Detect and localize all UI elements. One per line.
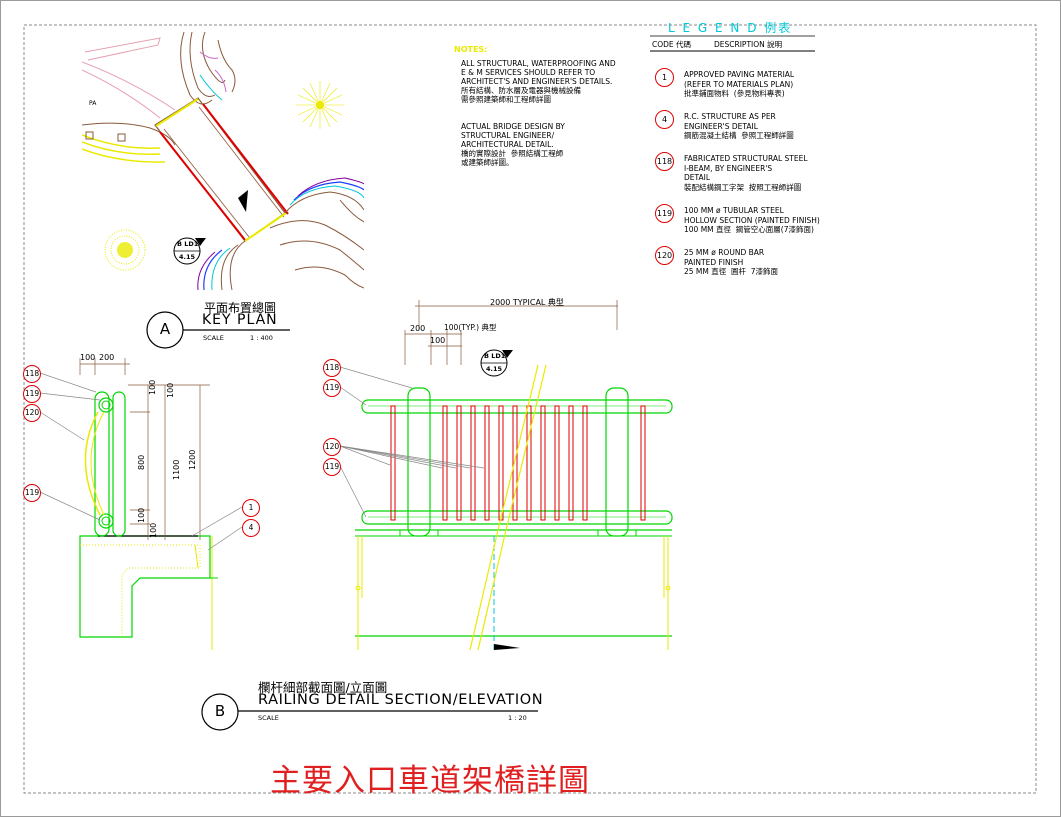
dim-section-top-a: 100 <box>80 353 96 362</box>
legend-code-circle: 119 <box>655 204 674 223</box>
railing-detail-scale-value: 1 : 20 <box>508 714 527 722</box>
railing-detail-title-en: RAILING DETAIL SECTION/ELEVATION <box>258 692 544 708</box>
legend-title: L E G E N D 例表 <box>668 21 793 35</box>
notes-line: E & M SERVICES SHOULD REFER TO <box>461 68 596 77</box>
legend-description: APPROVED PAVING MATERIAL(REFER TO MATERI… <box>684 70 794 99</box>
legend-description-line: APPROVED PAVING MATERIAL <box>684 70 795 79</box>
dim-elevation-100: 100 <box>430 336 446 345</box>
notes-line: ARCHITECTURAL DETAIL. <box>461 140 554 149</box>
legend-description-line: 100 MM 直徑 鋼管空心面層(7漆飾面) <box>684 225 814 234</box>
key-plan-scale-value: 1 : 400 <box>250 334 273 342</box>
callout-1: 1 <box>242 499 260 517</box>
callout-119: 119 <box>323 379 341 397</box>
legend-description-line: HOLLOW SECTION (PAINTED FINISH) <box>684 215 820 225</box>
notes-line: 所有結構、防水層及電器與機械設備 <box>461 86 581 95</box>
callout-118: 118 <box>23 365 41 383</box>
dim-section-100a: 100 <box>148 379 157 395</box>
legend-description-line: 鋼筋混凝土結構 參照工程師詳圖 <box>684 131 794 140</box>
notes-line: STRUCTURAL ENGINEER/ <box>461 131 555 140</box>
callout-119: 119 <box>23 385 41 403</box>
dim-section-100d: 100 <box>149 522 158 538</box>
legend-code-circle: 4 <box>655 110 674 129</box>
legend-code-circle: 120 <box>655 246 674 265</box>
railing-detail-marker: B <box>214 702 226 720</box>
key-plan-ref-top: B LD1 <box>177 240 199 248</box>
legend-description-line: DETAIL <box>684 173 711 182</box>
callout-119: 119 <box>323 458 341 476</box>
dim-section-800: 800 <box>137 454 146 470</box>
dim-elevation-typical: 2000 TYPICAL 典型 <box>490 298 564 307</box>
dim-elevation-200: 200 <box>410 324 426 333</box>
callout-118: 118 <box>323 359 341 377</box>
notes-heading: NOTES: <box>454 45 488 54</box>
legend-description-header: DESCRIPTION 說明 <box>714 40 783 49</box>
legend-description-line: 25 MM 直徑 圓杆 7漆飾面 <box>684 267 779 276</box>
legend-description-line: PAINTED FINISH <box>684 257 744 267</box>
key-plan-scale-label: SCALE <box>203 334 224 342</box>
notes-line: 橋的實際設計 參照結構工程師 <box>461 149 564 158</box>
legend-description-line: 批準鋪面物料 (參見物料專表) <box>684 89 785 98</box>
dim-section-100c: 100 <box>137 507 146 523</box>
drawing-title: 主要入口車道架橋詳圖 <box>270 763 590 799</box>
railing-section-drawing <box>39 358 243 650</box>
callout-4: 4 <box>242 519 260 537</box>
dim-section-top-b: 200 <box>99 353 115 362</box>
key-plan-ref-bottom: 4.15 <box>178 253 196 261</box>
key-plan-drawing <box>82 31 364 290</box>
dim-section-1100: 1100 <box>172 459 181 480</box>
callout-120: 120 <box>23 404 41 422</box>
callout-119: 119 <box>23 484 41 502</box>
dim-section-100b: 100 <box>166 382 175 398</box>
elevation-ref-top: B LD1 <box>484 352 506 360</box>
legend-description-line: FABRICATED STRUCTURAL STEEL <box>684 154 808 163</box>
key-plan-title-en: KEY PLAN <box>202 312 278 328</box>
legend-description-line: 裝配結構鋼工字架 按照工程師詳圖 <box>684 182 802 192</box>
key-plan-marker: A <box>159 320 171 338</box>
legend-code-circle: 1 <box>655 68 674 87</box>
notes-line: 需參照建築師和工程師詳圖 <box>461 95 551 104</box>
callout-120: 120 <box>323 438 341 456</box>
key-plan-area-label: PA <box>89 100 97 107</box>
legend-description-line: I-BEAM, BY ENGINEER'S <box>684 163 773 173</box>
railing-detail-title-cn: 欄杆細部截面圖/立面圖 <box>258 680 388 695</box>
notes-line: 或建築師詳圖。 <box>461 158 514 167</box>
elevation-ref-bottom: 4.15 <box>485 365 503 373</box>
dim-section-1200: 1200 <box>188 449 197 470</box>
railing-detail-marker-circle <box>201 693 239 731</box>
legend-description-line: ENGINEER'S DETAIL <box>684 121 758 131</box>
notes-line: ACTUAL BRIDGE DESIGN BY <box>461 122 565 131</box>
legend-code-header: CODE 代碼 <box>652 40 692 49</box>
legend-description-line: R.C. STRUCTURE AS PER <box>684 112 776 121</box>
key-plan-title-cn: 平面布置總圖 <box>204 301 277 315</box>
railing-detail-scale-label: SCALE <box>258 714 279 722</box>
notes-line: ALL STRUCTURAL, WATERPROOFING AND <box>461 59 616 68</box>
notes-line: ARCHITECT'S AND ENGINEER'S DETAILS. <box>461 77 613 86</box>
dim-elevation-100-typ: 100(TYP.) 典型 <box>444 323 497 332</box>
legend-description-line: (REFER TO MATERIALS PLAN) <box>684 79 794 89</box>
legend-description-line: 25 MM ø ROUND BAR <box>684 248 765 257</box>
railing-elevation-drawing <box>339 300 673 651</box>
legend-code-circle: 118 <box>655 152 674 171</box>
legend-description-line: 100 MM ø TUBULAR STEEL <box>684 206 784 215</box>
